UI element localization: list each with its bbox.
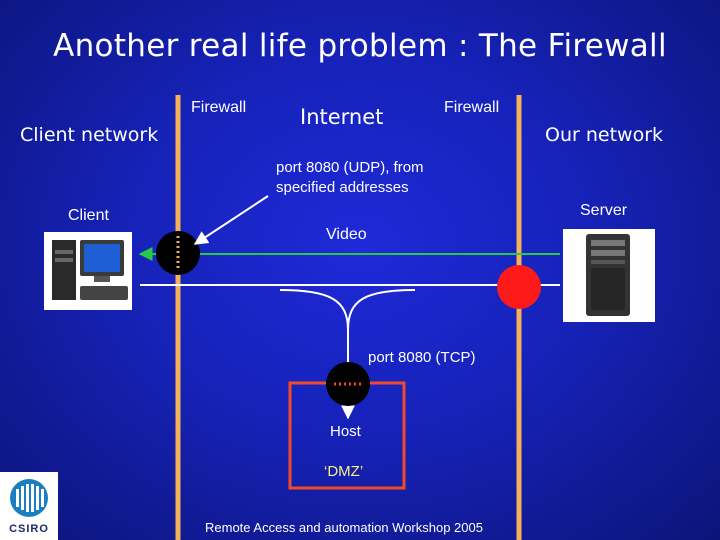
csiro-logo-mark-icon: CSIRO [9,479,49,535]
server-computer-icon [563,229,655,322]
firewall-label-left: Firewall [191,99,247,116]
csiro-logo: CSIRO [0,472,58,540]
firewall-label-right: Firewall [444,99,500,116]
video-label: Video [326,226,367,243]
client-label: Client [68,207,109,224]
dmz-label: ‘DMZ’ [324,463,364,480]
blocked-port-right [497,265,541,309]
tcp-port-note: port 8080 (TCP) [368,349,476,366]
tcp-flow-right [347,289,416,331]
our-network-label: Our network [545,124,664,146]
tcp-flow-left [279,289,349,331]
server-label: Server [580,202,628,219]
svg-text:CSIRO: CSIRO [9,523,49,535]
firewall-pointer-arrow [193,195,269,245]
client-network-label: Client network [20,124,159,146]
host-label: Host [330,423,361,440]
udp-port-note: port 8080 (UDP), from specified addresse… [276,159,424,196]
client-computer-icon [44,232,132,310]
internet-label: Internet [300,105,384,129]
dmz-port [326,362,370,406]
slide-title: Another real life problem : The Firewall [53,28,667,64]
footer-text: Remote Access and automation Workshop 20… [205,520,483,535]
